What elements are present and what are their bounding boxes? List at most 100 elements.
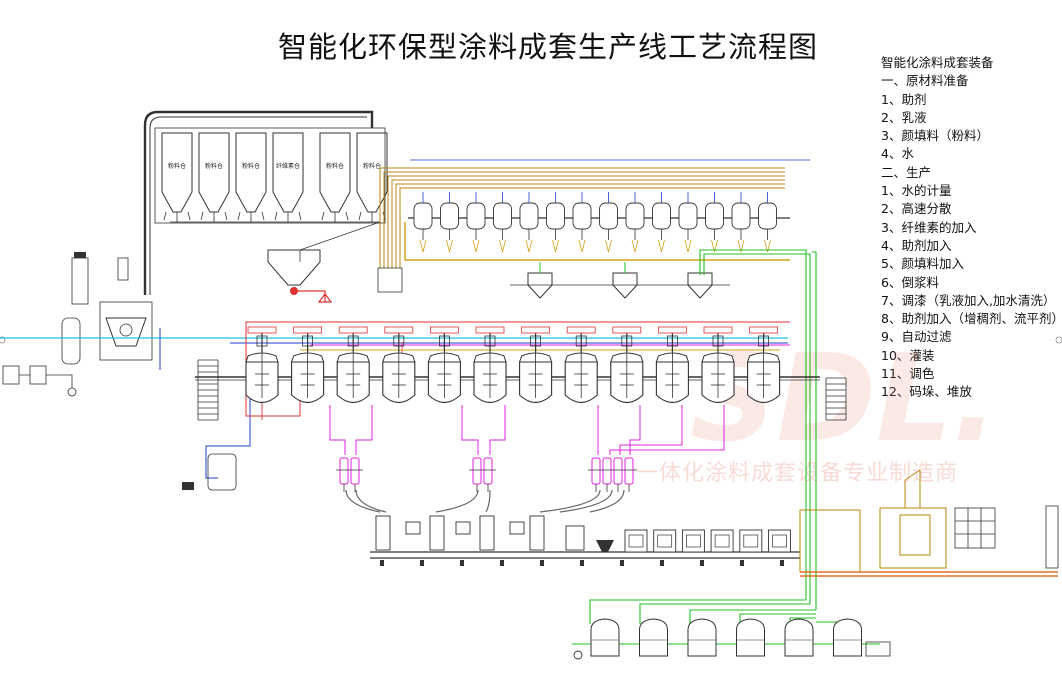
silo-label: 粉料仓 — [205, 162, 223, 170]
toning-funnel — [596, 540, 614, 552]
silo-label: 粉料仓 — [363, 162, 381, 170]
pneumatic-conveying-pipe-inner — [149, 116, 367, 295]
storage-tank — [784, 618, 814, 657]
additive-pipe-bundle — [379, 167, 785, 268]
silo: 粉料仓 — [356, 132, 388, 222]
diagram-title: 智能化环保型涂料成套生产线工艺流程图 — [278, 30, 819, 64]
additive-tank — [546, 192, 565, 253]
reactor-header-gold — [404, 222, 790, 261]
discharge-pipe-red — [298, 290, 326, 302]
pump-unit — [117, 257, 129, 281]
reactor — [610, 326, 644, 404]
additive-tank — [625, 192, 645, 253]
silo: 粉料仓 — [161, 132, 193, 222]
water-tank — [207, 453, 237, 491]
watermark-text: 一体化涂料成套设备专业制造商 — [636, 461, 959, 486]
reactor — [518, 326, 553, 404]
reactor — [290, 326, 325, 404]
right-staircase — [825, 377, 847, 421]
filling-station — [624, 529, 648, 553]
legend-item: 二、生产 — [881, 164, 932, 180]
legend-item: 7、调漆（乳液加入,加水清洗） — [881, 292, 1056, 308]
silo: 纤维素仓 — [272, 132, 304, 222]
watermark-logo: SDL. — [690, 330, 998, 469]
vertical-tank — [61, 317, 81, 365]
legend-item: 3、纤维素的加入 — [881, 219, 977, 235]
magenta-drop-lines — [329, 405, 725, 455]
filling-machines — [375, 515, 585, 551]
legend-item: 10、灌装 — [881, 347, 935, 363]
storage-tank — [833, 618, 862, 657]
legend-item: 3、颜填料（粉料） — [881, 128, 989, 144]
reactor — [655, 326, 690, 404]
reactor — [382, 326, 416, 404]
filling-line-rollers — [380, 560, 784, 566]
filling-station — [681, 529, 705, 553]
filter-unit — [469, 457, 496, 492]
discharge-arrow-icon — [317, 293, 333, 303]
storage-tank-group — [590, 618, 862, 657]
storage-tank — [736, 618, 765, 657]
reactor — [245, 326, 279, 404]
reactor — [336, 326, 370, 404]
additive-tank — [466, 192, 486, 253]
feeding-station-frame — [99, 301, 153, 361]
pneumatic-conveying-pipe — [143, 110, 374, 295]
additive-tank — [493, 192, 512, 253]
legend-item: 1、水的计量 — [881, 183, 952, 199]
legend-item: 9、自动过滤 — [881, 329, 952, 345]
feed-unit-b — [29, 365, 47, 385]
filter-unit — [588, 457, 637, 492]
bag-filter — [71, 257, 89, 305]
left-edge-marker — [0, 336, 6, 344]
pallet-dispenser — [1045, 505, 1059, 569]
silo-label: 粉料仓 — [168, 162, 186, 170]
premix-tank-group — [527, 262, 713, 299]
filter-group — [336, 457, 637, 492]
silo: 粉料仓 — [235, 132, 267, 222]
storage-tank — [639, 618, 668, 657]
feed-pump-icon — [67, 387, 77, 397]
legend-item: 6、倒浆料 — [881, 274, 939, 290]
left-staircase — [197, 359, 219, 421]
collecting-hopper — [170, 221, 381, 262]
additive-tank — [519, 192, 539, 253]
filling-station — [739, 529, 763, 553]
filter-cap — [74, 252, 86, 258]
premix-tank — [527, 262, 553, 299]
reactor — [427, 326, 462, 404]
right-edge-marker — [1055, 336, 1062, 344]
silo: 粉料仓 — [319, 132, 351, 222]
legend-item: 1、助剂 — [881, 91, 927, 107]
storage-tank — [590, 618, 620, 657]
storage-tank — [687, 618, 717, 657]
premix-tank — [612, 262, 638, 299]
blue-water-line — [205, 395, 251, 479]
reactor — [701, 326, 735, 404]
feeding-motor — [119, 323, 133, 337]
legend-item: 12、码垛、堆放 — [881, 384, 972, 400]
water-pump — [182, 482, 194, 490]
pallet-stack — [954, 507, 996, 549]
additive-tank — [731, 192, 751, 253]
additive-tank — [705, 192, 724, 253]
additive-tank-group — [413, 192, 777, 253]
blue-line-main — [159, 328, 788, 370]
legend-item: 2、乳液 — [881, 109, 927, 125]
legend-item: 11、调色 — [881, 366, 935, 382]
filling-station — [768, 529, 791, 553]
pipe-manifold-box — [377, 267, 403, 293]
discharge-valve-icon — [290, 287, 298, 295]
additive-tank — [440, 192, 459, 253]
additive-tank — [678, 192, 698, 253]
reactor — [746, 326, 781, 404]
weighing-hopper — [267, 249, 321, 286]
feed-line — [19, 374, 73, 388]
reactor — [564, 326, 598, 404]
filling-station — [653, 529, 677, 553]
legend-item: 8、助剂加入（增稠剂、流平剂） — [881, 311, 1062, 327]
additive-tank — [599, 192, 618, 253]
red-loop-a — [261, 342, 403, 420]
additive-tank — [572, 192, 592, 253]
